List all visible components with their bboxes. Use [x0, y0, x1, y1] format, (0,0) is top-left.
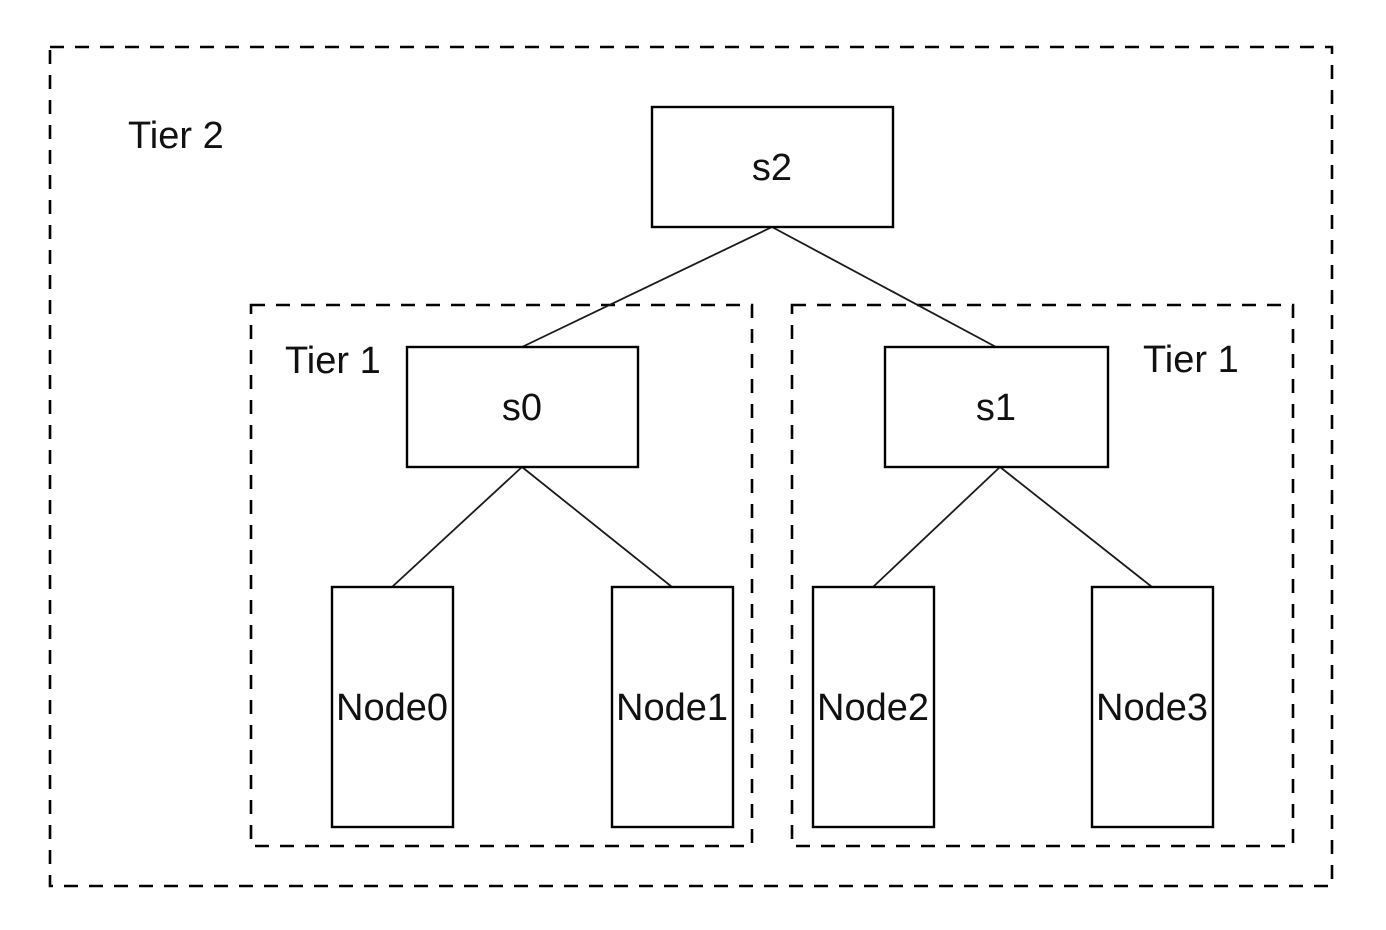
edge-s2-s1 — [771, 226, 997, 348]
node2-label: Node2 — [817, 687, 929, 729]
node0-box — [330, 585, 455, 829]
tier2-label: Tier 2 — [128, 115, 224, 157]
edge-s1-node2 — [872, 466, 1001, 588]
edge-s2-s0 — [521, 226, 773, 348]
switch-s2-label: s2 — [752, 147, 792, 189]
edge-s0-node1 — [521, 466, 673, 588]
node3-box — [1090, 585, 1215, 829]
node3-label: Node3 — [1096, 687, 1208, 729]
switch-s1-box — [883, 345, 1110, 469]
edge-s0-node0 — [391, 466, 523, 588]
edge-s1-node3 — [999, 466, 1153, 588]
node1-label: Node1 — [616, 687, 728, 729]
node1-box — [610, 585, 735, 829]
switch-s0-box — [405, 345, 640, 469]
tier1-right-container — [790, 303, 1295, 848]
node0-label: Node0 — [336, 687, 448, 729]
tier1-left-container — [249, 303, 754, 848]
tier2-container — [48, 45, 1334, 888]
switch-s1-label: s1 — [976, 387, 1016, 429]
tier1-right-label: Tier 1 — [1143, 339, 1239, 381]
node2-box — [811, 585, 936, 829]
tier1-left-label: Tier 1 — [285, 340, 381, 382]
switch-s2-box — [650, 105, 895, 229]
switch-s0-label: s0 — [502, 387, 542, 429]
